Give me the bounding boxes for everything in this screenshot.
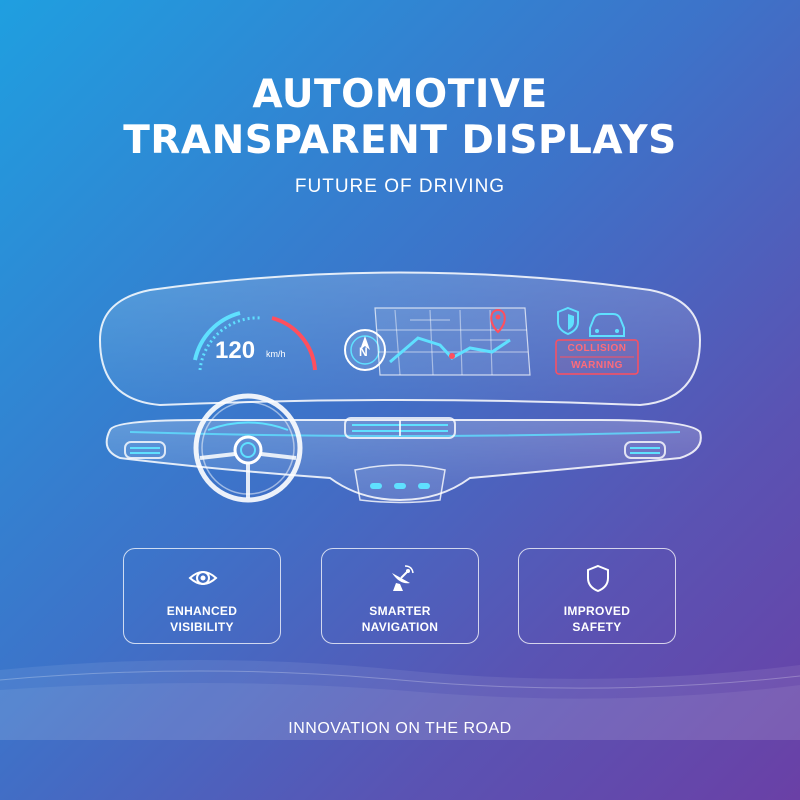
- footer-tagline: INNOVATION ON THE ROAD: [288, 720, 512, 737]
- feature-label: SMARTER NAVIGATION: [322, 603, 478, 635]
- windshield: [98, 271, 702, 407]
- compass-letter: N: [359, 345, 368, 359]
- feature-label-line-1: SMARTER: [369, 604, 431, 618]
- feature-label-line-2: NAVIGATION: [361, 620, 439, 634]
- title-line-1: AUTOMOTIVE: [252, 72, 548, 117]
- hud-shield-icon: [557, 306, 579, 336]
- navigation-map: [374, 307, 531, 376]
- page-subtitle: FUTURE OF DRIVING: [294, 176, 506, 197]
- feature-label-line-1: ENHANCED: [166, 604, 238, 618]
- feature-card-visibility: ENHANCED VISIBILITY: [123, 548, 281, 644]
- shield-icon: [587, 564, 609, 593]
- dashboard-illustration: [0, 250, 800, 520]
- collision-warning-line-1: COLLISION: [567, 343, 627, 354]
- feature-label-line-2: SAFETY: [572, 620, 622, 634]
- center-console: [354, 464, 446, 504]
- speedometer-gauge: [193, 311, 317, 371]
- hud-car-icon: [589, 313, 625, 337]
- feature-label: ENHANCED VISIBILITY: [124, 603, 280, 635]
- collision-warning-line-2: WARNING: [571, 360, 623, 371]
- feature-cards: ENHANCED VISIBILITY SMARTER NAVIGATION I…: [0, 548, 800, 644]
- eye-icon: [188, 571, 218, 585]
- speed-readout: 120: [215, 337, 256, 364]
- speed-unit: km/h: [266, 349, 286, 359]
- feature-card-safety: IMPROVED SAFETY: [518, 548, 676, 644]
- dashboard-vents: [124, 417, 666, 459]
- decorative-waves: [0, 660, 800, 740]
- page-title: AUTOMOTIVE TRANSPARENT DISPLAYS: [0, 72, 800, 164]
- feature-label-line-1: IMPROVED: [563, 604, 631, 618]
- compass-icon: [344, 329, 386, 371]
- satellite-dish-icon: [392, 565, 414, 591]
- feature-card-navigation: SMARTER NAVIGATION: [321, 548, 479, 644]
- feature-label: IMPROVED SAFETY: [519, 603, 675, 635]
- title-line-2: TRANSPARENT DISPLAYS: [123, 118, 677, 163]
- feature-label-line-2: VISIBILITY: [170, 620, 234, 634]
- steering-wheel: [193, 393, 303, 503]
- car-interior-graphic: [98, 271, 702, 504]
